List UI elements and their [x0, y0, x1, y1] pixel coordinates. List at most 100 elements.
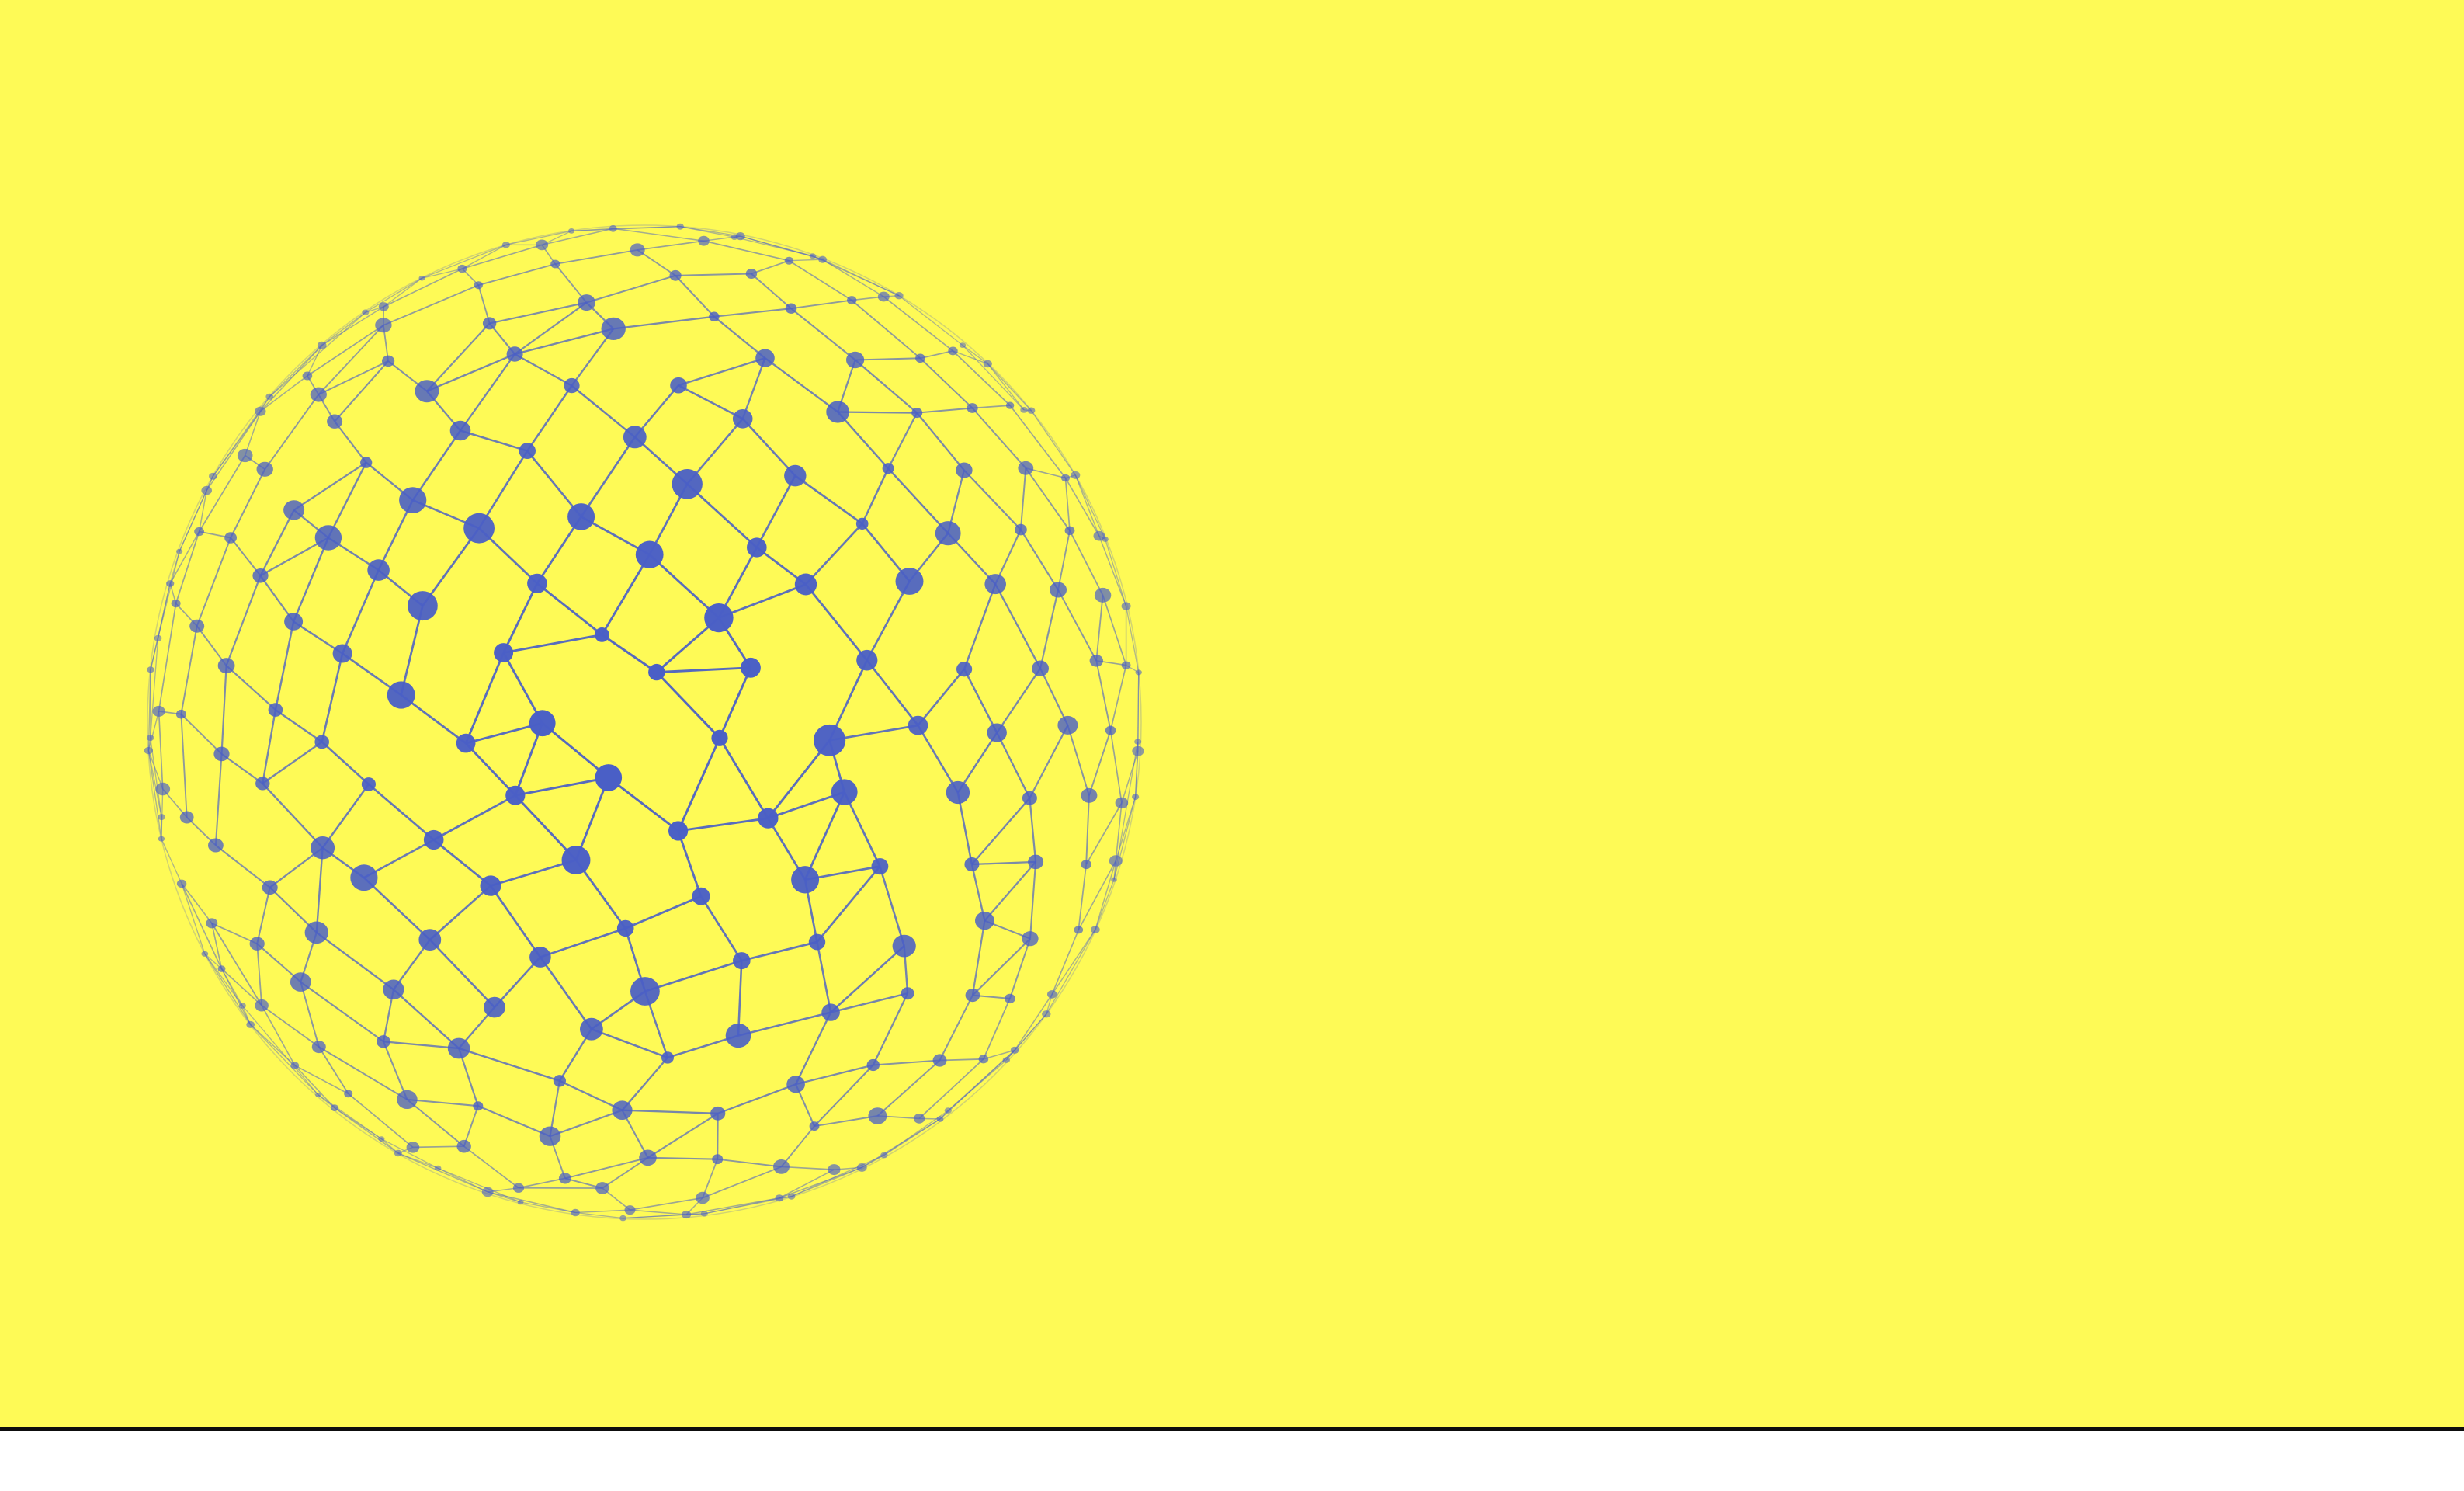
network-edge	[866, 659, 919, 726]
network-edge	[637, 249, 676, 276]
network-node	[758, 808, 779, 829]
network-node	[387, 681, 415, 709]
network-edge	[781, 1166, 835, 1170]
network-edge	[613, 226, 681, 229]
network-edge	[488, 1191, 576, 1214]
network-edge	[264, 394, 320, 470]
network-edge	[1109, 665, 1127, 731]
network-edge	[488, 1191, 521, 1203]
network-node	[935, 521, 961, 546]
network-edge	[838, 411, 918, 414]
network-edge	[465, 742, 516, 797]
network-node	[283, 500, 305, 520]
network-edge	[804, 583, 868, 662]
network-node	[784, 464, 807, 487]
network-node	[237, 448, 253, 463]
network-edge	[805, 523, 863, 586]
network-node	[310, 387, 327, 402]
network-edge	[169, 551, 180, 584]
network-edge	[717, 1158, 782, 1168]
network-edge	[1029, 798, 1037, 863]
network-node	[179, 811, 194, 824]
network-node	[536, 239, 549, 251]
network-node	[378, 302, 389, 311]
network-edge	[422, 527, 481, 606]
network-node	[1091, 926, 1100, 933]
network-node	[224, 532, 237, 544]
network-edge	[477, 1105, 550, 1138]
network-edge	[571, 226, 681, 232]
network-edge	[397, 1152, 439, 1169]
network-edge	[437, 1167, 488, 1193]
network-edge	[259, 375, 308, 412]
network-edge	[1064, 478, 1100, 537]
network-edge	[580, 436, 636, 518]
network-edge	[230, 537, 262, 576]
network-node	[696, 1191, 710, 1204]
network-node	[868, 1107, 887, 1124]
network-edge	[717, 1083, 796, 1114]
network-node	[595, 627, 609, 642]
network-edge	[150, 638, 159, 670]
network-edge	[751, 273, 792, 309]
network-edge	[196, 625, 227, 666]
network-node	[238, 1003, 246, 1009]
network-edge	[956, 792, 973, 865]
network-node	[344, 1090, 353, 1098]
network-edge	[1085, 795, 1090, 865]
network-edge	[571, 228, 613, 232]
network-edge	[150, 638, 159, 739]
network-node	[612, 1100, 633, 1120]
network-node	[362, 309, 370, 315]
network-edge	[181, 883, 206, 954]
network-node	[367, 559, 390, 581]
network-edge	[269, 311, 366, 398]
network-edge	[204, 953, 222, 970]
network-edge	[675, 275, 715, 318]
network-edge	[422, 268, 463, 279]
network-edge	[211, 923, 223, 969]
network-edge	[1067, 725, 1090, 796]
network-edge	[220, 968, 262, 1006]
network-node	[501, 242, 511, 248]
network-edge	[179, 490, 207, 552]
network-edge	[647, 1156, 718, 1160]
network-node	[144, 746, 153, 755]
network-edge	[790, 308, 856, 361]
network-edge	[220, 968, 243, 1006]
network-edge	[655, 671, 721, 739]
network-node	[877, 291, 890, 302]
network-node	[648, 663, 665, 681]
network-edge	[365, 277, 422, 313]
network-edge	[791, 1154, 885, 1197]
network-edge	[830, 945, 905, 1013]
network-node	[682, 1210, 692, 1219]
network-node	[1042, 1010, 1051, 1018]
network-edge	[647, 1112, 719, 1159]
network-edge	[462, 244, 507, 269]
network-edge	[613, 315, 715, 330]
network-edge	[400, 605, 424, 696]
network-edge	[920, 350, 953, 360]
network-edge	[1109, 730, 1123, 804]
network-node	[1111, 877, 1117, 882]
network-node	[474, 281, 483, 290]
network-edge	[559, 1079, 623, 1111]
network-edge	[866, 580, 911, 661]
network-edge	[518, 1177, 566, 1189]
network-edge	[1057, 530, 1071, 590]
network-edge	[316, 931, 394, 991]
network-edge	[622, 1109, 718, 1114]
network-edge	[812, 255, 900, 297]
network-node	[630, 243, 645, 257]
network-edge	[147, 750, 164, 790]
network-edge	[477, 450, 529, 529]
network-edge	[429, 939, 495, 1008]
network-edge	[412, 1145, 464, 1149]
network-edge	[294, 1065, 335, 1109]
network-edge	[327, 462, 367, 539]
network-edge	[460, 429, 528, 452]
network-node	[206, 918, 218, 929]
network-edge	[1102, 595, 1127, 666]
network-node	[809, 253, 817, 259]
